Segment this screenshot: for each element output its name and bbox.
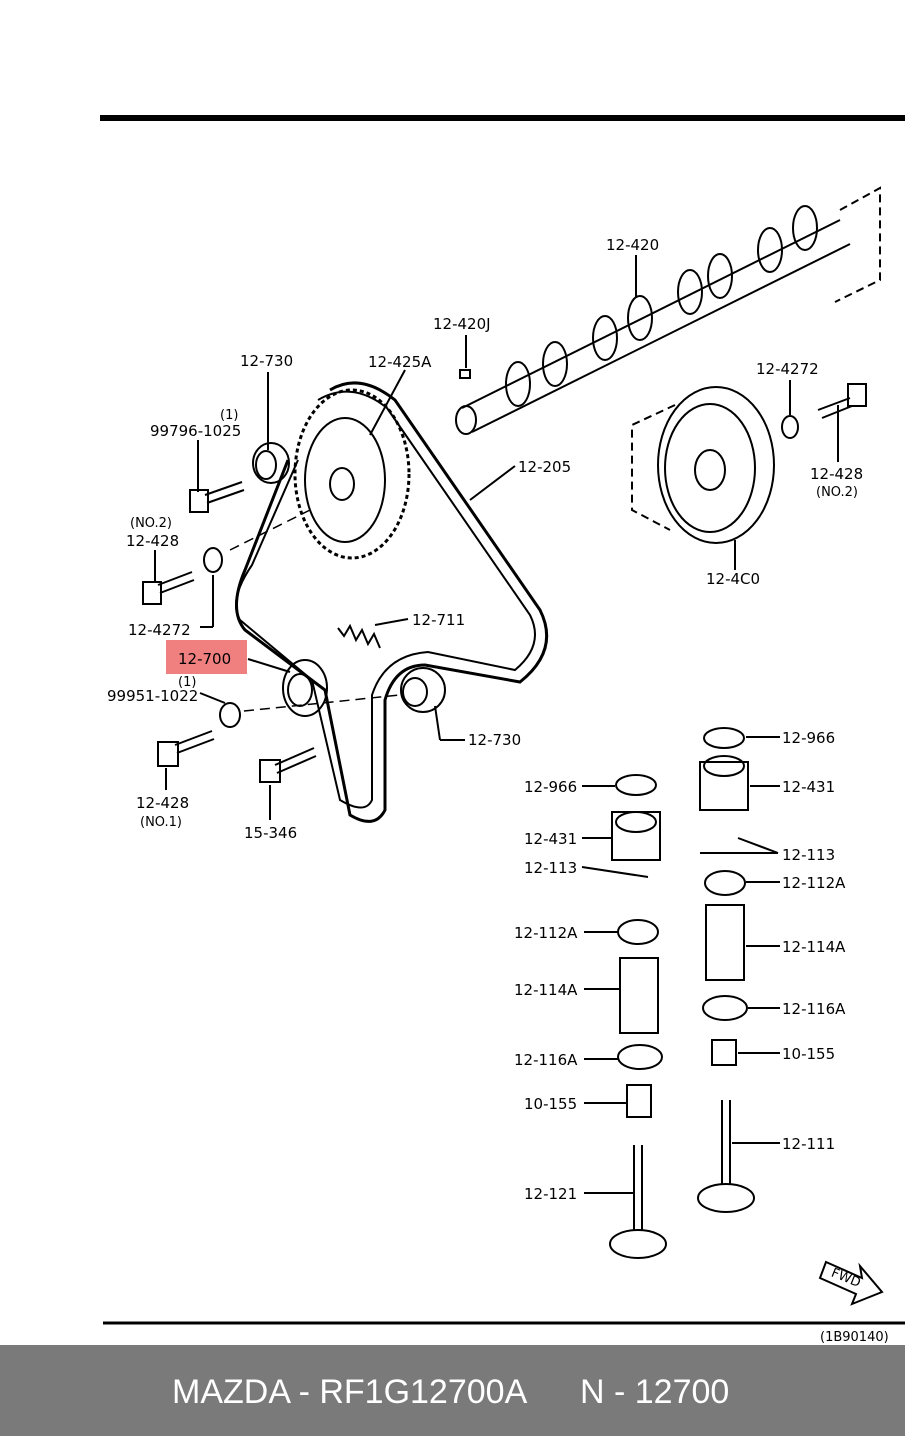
washer-99951 xyxy=(219,702,241,728)
label-qty-1-top: (1) xyxy=(220,408,238,423)
label-no1: (NO.1) xyxy=(140,815,182,830)
label-12-114a-right: 12-114A xyxy=(782,938,846,956)
label-12-113-right: 12-113 xyxy=(782,846,835,864)
label-10-155-right: 10-155 xyxy=(782,1045,835,1063)
footer-brand-part: MAZDA - RF1G12700A xyxy=(172,1373,528,1411)
label-12-4272-right: 12-4272 xyxy=(756,360,819,378)
label-12-112a-left: 12-112A xyxy=(514,924,578,942)
timing-belt xyxy=(235,381,549,823)
label-figure-code: (1B90140) xyxy=(820,1330,889,1345)
label-12-112a-right: 12-112A xyxy=(782,874,846,892)
label-12-116a-right: 12-116A xyxy=(782,1000,846,1018)
part-number-footer: MAZDA - RF1G12700A N - 12700 xyxy=(0,1345,905,1436)
label-12-114a-left: 12-114A xyxy=(514,981,578,999)
label-no2-right: (NO.2) xyxy=(816,485,858,500)
label-12-4272-left: 12-4272 xyxy=(128,621,191,639)
bolt-15346 xyxy=(259,747,317,783)
label-qty-1-lower: (1) xyxy=(178,675,196,690)
label-12-966-right: 12-966 xyxy=(782,729,835,747)
idler-lower xyxy=(400,667,446,713)
label-12-700: 12-700 xyxy=(178,650,231,668)
valve-stack-left xyxy=(609,774,667,1259)
label-12-730-top: 12-730 xyxy=(240,352,293,370)
label-12-730-lower: 12-730 xyxy=(468,731,521,749)
camshaft xyxy=(455,186,881,435)
idler-top xyxy=(252,442,290,484)
highlight-box xyxy=(166,640,247,674)
valve-stack-right xyxy=(697,727,755,1213)
label-15-346: 15-346 xyxy=(244,824,297,842)
key xyxy=(459,369,471,379)
footer-ref: N - 12700 xyxy=(580,1373,730,1411)
bolt-428-no2 xyxy=(142,571,195,605)
bolt-428-no1 xyxy=(157,730,215,767)
tensioner-spring xyxy=(337,623,381,649)
label-12-111: 12-111 xyxy=(782,1135,835,1153)
cam-sprocket xyxy=(293,388,411,560)
label-12-428-no1: 12-428 xyxy=(136,794,189,812)
label-12-420: 12-420 xyxy=(606,236,659,254)
label-no2-left: (NO.2) xyxy=(130,516,172,531)
label-99796-1025: 99796-1025 xyxy=(150,422,241,440)
label-12-428-left: 12-428 xyxy=(126,532,179,550)
label-12-431-right: 12-431 xyxy=(782,778,835,796)
label-12-116a-left: 12-116A xyxy=(514,1051,578,1069)
label-fwd: FWD xyxy=(829,1266,863,1291)
label-12-431-left: 12-431 xyxy=(524,830,577,848)
label-99951-1022: 99951-1022 xyxy=(107,687,198,705)
washer-right xyxy=(781,415,799,439)
label-12-205: 12-205 xyxy=(518,458,571,476)
label-12-966-left: 12-966 xyxy=(524,778,577,796)
bolt-right xyxy=(817,383,867,419)
label-12-4c0: 12-4C0 xyxy=(706,570,760,588)
leader-lines xyxy=(154,255,839,1194)
label-12-428-right: 12-428 xyxy=(810,465,863,483)
label-12-121: 12-121 xyxy=(524,1185,577,1203)
label-10-155-left: 10-155 xyxy=(524,1095,577,1113)
parts-diagram: 12-420 12-420J 12-730 12-425A (1) 99796-… xyxy=(100,115,905,1345)
washer-left xyxy=(203,547,223,573)
label-12-711: 12-711 xyxy=(412,611,465,629)
label-12-425a: 12-425A xyxy=(368,353,432,371)
fwd-arrow-icon xyxy=(818,1260,884,1306)
label-12-113-left: 12-113 xyxy=(524,859,577,877)
label-12-420j: 12-420J xyxy=(433,315,491,333)
cam-pulley-rear xyxy=(631,386,775,544)
